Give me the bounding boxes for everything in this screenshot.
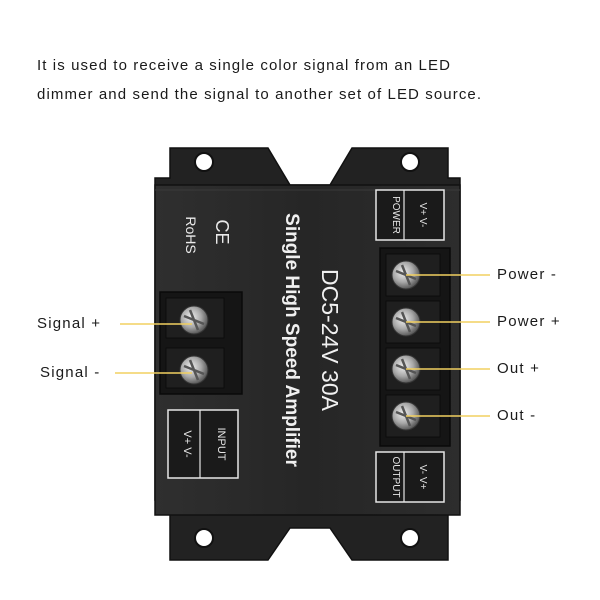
callout-power-minus: Power -	[497, 266, 558, 283]
device-rating: DC5-24V 30A	[317, 269, 343, 412]
ce-mark: CE	[212, 219, 232, 244]
input-block-pins: V+ V-	[181, 430, 193, 458]
rohs-mark: RoHS	[183, 216, 199, 253]
input-label-block	[167, 409, 239, 479]
callout-power-plus: Power +	[497, 313, 561, 330]
callout-signal-minus: Signal -	[40, 364, 101, 381]
callout-signal-plus: Signal +	[37, 315, 102, 332]
mounting-hole-top-right	[400, 152, 420, 172]
mounting-hole-bottom-left	[194, 528, 214, 548]
input-block-label: INPUT	[215, 428, 227, 461]
output-block-pins: V- V+	[417, 465, 428, 490]
output-block-label: OUTPUT	[390, 456, 401, 497]
callout-out-minus: Out -	[497, 407, 537, 424]
power-label-block	[375, 189, 445, 241]
description-line-1: It is used to receive a single color sig…	[37, 57, 452, 74]
power-block-label: POWER	[390, 196, 401, 234]
description-line-2: dimmer and send the signal to another se…	[37, 86, 483, 103]
device-title: Single High Speed Amplifier	[281, 213, 302, 467]
callout-out-plus: Out +	[497, 360, 541, 377]
output-label-block	[375, 451, 445, 503]
mounting-hole-top-left	[194, 152, 214, 172]
mounting-hole-bottom-right	[400, 528, 420, 548]
power-block-pins: V+ V-	[417, 203, 428, 228]
